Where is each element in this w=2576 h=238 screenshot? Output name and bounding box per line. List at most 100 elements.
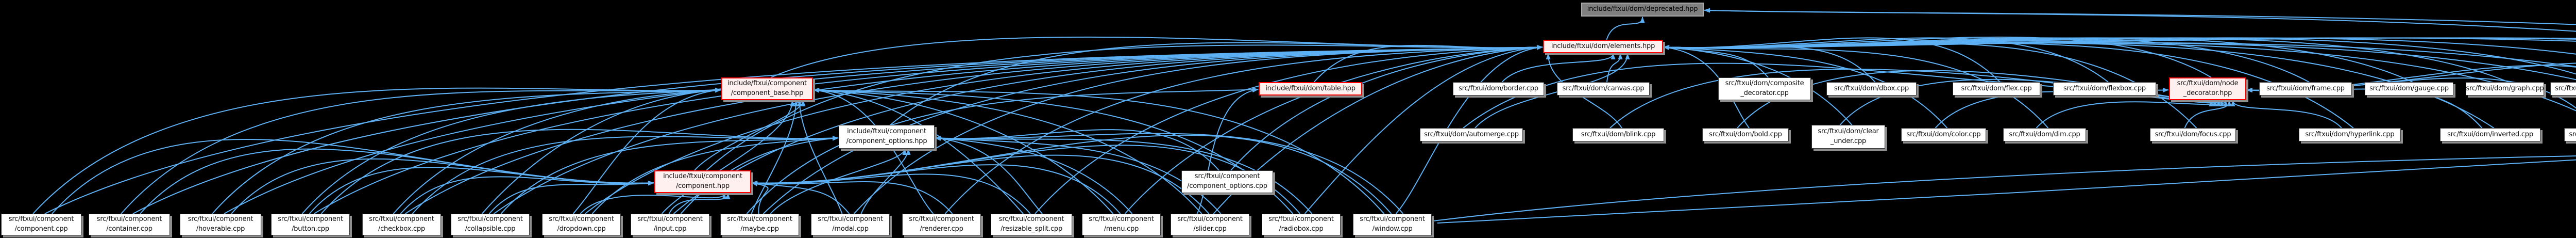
graph-node-c_button[interactable]: src/ftxui/component /button.cpp (271, 214, 350, 235)
graph-node-color[interactable]: src/ftxui/dom/color.cpp (1901, 128, 1986, 141)
include-edge (1704, 8, 2576, 32)
include-edge (751, 134, 1392, 214)
graph-node-table[interactable]: include/ftxui/dom/table.hpp (1259, 82, 1362, 96)
include-edge (935, 133, 1404, 214)
include-edge (2184, 100, 2232, 129)
include-edge (493, 45, 1543, 214)
include-edge (481, 88, 721, 214)
include-edge (32, 87, 721, 214)
graph-node-elem[interactable]: include/ftxui/dom/elements.hpp (1543, 40, 1663, 53)
graph-node-clearu[interactable]: src/ftxui/dom/clear _under.cpp (1811, 125, 1885, 149)
include-edge (706, 44, 1543, 171)
include-edge (580, 193, 727, 214)
graph-node-gridbox[interactable]: src/ftxui/dom/gridbox.cpp (2550, 82, 2576, 96)
graph-node-dep[interactable]: include/ftxui/dom/deprecated.hpp (1581, 3, 1704, 17)
include-edge (770, 149, 907, 214)
graph-node-italic[interactable]: src/ftxui/dom/italic.cpp (2564, 128, 2576, 141)
graph-node-c_resizable[interactable]: src/ftxui/component /resizable_split.cpp (991, 214, 1072, 235)
include-edge (572, 88, 721, 214)
include-edge (1663, 45, 1853, 125)
graph-node-dim[interactable]: src/ftxui/dom/dim.cpp (2003, 128, 2086, 141)
include-edge (1395, 45, 1543, 214)
include-edge (1463, 62, 2169, 129)
graph-node-flexbox[interactable]: src/ftxui/dom/flexbox.cpp (2053, 82, 2156, 96)
include-edge (1230, 45, 1543, 171)
include-edge (412, 136, 839, 214)
include-edge (500, 136, 839, 214)
graph-node-c_menu[interactable]: src/ftxui/component /menu.cpp (1082, 214, 1161, 235)
include-edge (668, 193, 731, 214)
include-edge (1313, 44, 1543, 83)
include-edge (751, 100, 799, 214)
include-edge (301, 88, 721, 214)
graph-node-c_radiobox[interactable]: src/ftxui/component /radiobox.cpp (1262, 214, 1341, 235)
include-edge (680, 136, 839, 214)
include-edge (488, 181, 654, 214)
graph-node-c_modal[interactable]: src/ftxui/component /modal.cpp (811, 214, 890, 235)
include-edge (751, 181, 769, 214)
graph-node-c_slider[interactable]: src/ftxui/component /slider.cpp (1171, 214, 1249, 235)
include-edge (1663, 45, 1948, 129)
graph-node-border[interactable]: src/ftxui/dom/border.cpp (1453, 82, 1544, 96)
graph-node-c_checkbox[interactable]: src/ftxui/component /checkbox.cpp (362, 214, 441, 235)
graph-node-gauge[interactable]: src/ftxui/dom/gauge.cpp (2365, 82, 2453, 96)
include-edge (212, 88, 721, 214)
graph-node-cbase[interactable]: include/ftxui/component /component_base.… (721, 77, 813, 100)
graph-node-c_window[interactable]: src/ftxui/component /window.cpp (1353, 214, 1432, 235)
graph-node-nodedec[interactable]: src/ftxui/dom/node _decorator.hpp (2169, 77, 2246, 100)
graph-node-c_dropdown[interactable]: src/ftxui/component /dropdown.cpp (542, 214, 621, 235)
include-edge (320, 129, 839, 214)
include-edge (1663, 42, 2576, 67)
include-edge (591, 136, 839, 214)
graph-node-copthpp[interactable]: include/ftxui/component /component_optio… (839, 125, 935, 149)
graph-node-graph[interactable]: src/ftxui/dom/graph.cpp (2466, 82, 2544, 96)
include-edge (944, 45, 1543, 214)
include-edge (400, 176, 654, 214)
graph-node-c_collapsible[interactable]: src/ftxui/component /collapsible.cpp (451, 214, 530, 235)
include-edge (393, 88, 721, 214)
include-edge (132, 45, 1543, 214)
graph-node-c_renderer[interactable]: src/ftxui/component /renderer.cpp (902, 214, 981, 235)
graph-node-frame[interactable]: src/ftxui/dom/frame.cpp (2259, 82, 2352, 96)
graph-node-coptcpp[interactable]: src/ftxui/component /component_options.c… (1181, 170, 1273, 193)
include-edge (770, 36, 1543, 78)
graph-node-hyper[interactable]: src/ftxui/dom/hyperlink.cpp (2299, 128, 2401, 141)
graph-node-c_maybe[interactable]: src/ftxui/component /maybe.cpp (720, 214, 799, 235)
graph-node-automerge[interactable]: src/ftxui/dom/automerge.cpp (1420, 128, 1523, 141)
include-edge (2036, 100, 2228, 129)
include-edge (751, 181, 850, 214)
include-edge (853, 45, 1543, 214)
graph-node-bold[interactable]: src/ftxui/dom/bold.cpp (1702, 128, 1789, 141)
include-edge (1437, 159, 2576, 224)
include-edge (121, 88, 721, 214)
include-edge (935, 136, 1133, 214)
graph-node-c_component[interactable]: src/ftxui/component /component.cpp (1, 214, 81, 235)
graph-node-focus[interactable]: src/ftxui/dom/focus.cpp (2150, 128, 2236, 141)
include-edge (309, 167, 654, 214)
include-edge (2230, 100, 2342, 129)
graph-node-blink[interactable]: src/ftxui/dom/blink.cpp (1572, 128, 1664, 141)
include-edge (1196, 88, 1259, 214)
include-edge (860, 149, 911, 214)
include-edge (1606, 17, 1645, 40)
graph-node-inverted[interactable]: src/ftxui/dom/inverted.cpp (2440, 128, 2540, 141)
graph-node-flex[interactable]: src/ftxui/dom/flex.cpp (1953, 82, 2040, 96)
graph-node-c_hoverable[interactable]: src/ftxui/component /hoverable.cpp (180, 214, 261, 235)
graph-node-comphpp[interactable]: include/ftxui/component /component.hpp (654, 170, 751, 193)
include-edge (746, 87, 1259, 214)
include-edge (1304, 45, 1543, 214)
graph-node-c_container[interactable]: src/ftxui/component /container.cpp (89, 214, 170, 235)
graph-node-c_input[interactable]: src/ftxui/component /input.cpp (631, 214, 709, 235)
include-edge (694, 100, 806, 171)
graph-node-compdec[interactable]: src/ftxui/dom/composite _decorator.cpp (1718, 77, 1811, 100)
include-edge (797, 100, 843, 214)
include-edge (751, 181, 953, 214)
include-edge (1501, 53, 1616, 83)
graph-node-dbox[interactable]: src/ftxui/dom/dbox.cpp (1826, 82, 1917, 96)
include-edge (1609, 69, 2214, 129)
include-edge (1433, 155, 2576, 221)
graph-node-canvas[interactable]: src/ftxui/dom/canvas.cpp (1557, 82, 1650, 96)
include-edge (935, 136, 1043, 214)
